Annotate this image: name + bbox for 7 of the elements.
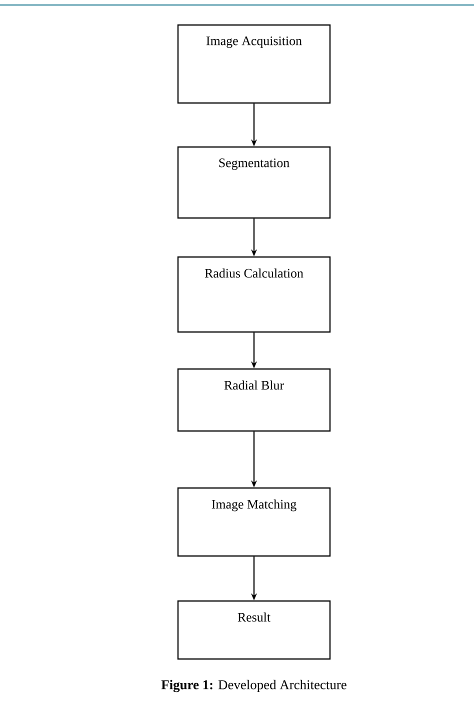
process-box: Radius Calculation	[177, 256, 331, 333]
process-box: Segmentation	[177, 146, 331, 219]
process-box: Image Matching	[177, 487, 331, 557]
process-box: Result	[177, 600, 331, 660]
process-box: Radial Blur	[177, 368, 331, 432]
figure-caption: Figure 1: Developed Architecture	[161, 680, 346, 692]
process-box: Image Acquisition	[177, 24, 331, 104]
